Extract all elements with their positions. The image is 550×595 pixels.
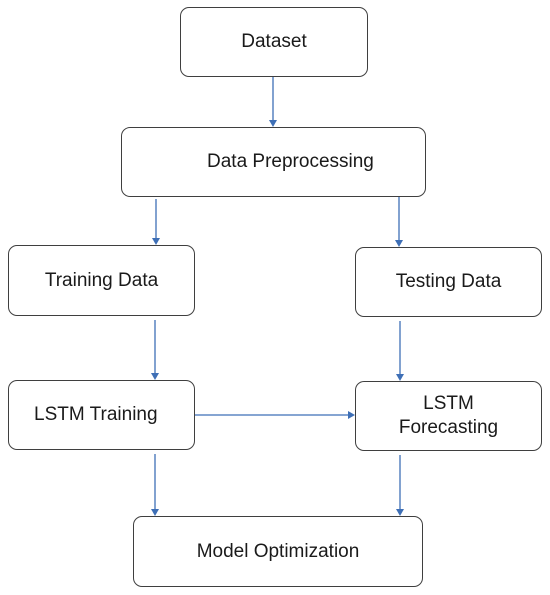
node-lstm-forecasting: LSTM Forecasting	[355, 381, 542, 451]
node-model-optimization: Model Optimization	[133, 516, 423, 587]
node-model-optimization-label: Model Optimization	[196, 540, 360, 562]
arrow-lstm-forecasting-to-optimization	[396, 455, 404, 516]
node-training-data: Training Data	[8, 245, 195, 316]
arrow-training-to-lstm-training	[151, 320, 159, 380]
arrow-lstm-training-to-lstm-forecasting	[195, 411, 355, 419]
node-dataset: Dataset	[180, 7, 368, 77]
arrow-dataset-to-preprocessing	[269, 77, 277, 127]
node-lstm-forecasting-text: LSTM Forecasting	[399, 392, 498, 440]
node-lstm-training-label: LSTM Training	[34, 404, 158, 426]
node-lstm-forecasting-line1: LSTM	[423, 393, 474, 415]
arrow-lstm-training-to-optimization	[151, 454, 159, 516]
node-lstm-training: LSTM Training	[8, 380, 195, 450]
arrow-testing-to-lstm-forecasting	[396, 321, 404, 381]
node-data-preprocessing: Data Preprocessing	[121, 127, 426, 197]
node-data-preprocessing-label: Data Preprocessing	[207, 151, 374, 173]
node-dataset-label: Dataset	[241, 31, 307, 53]
node-testing-data: Testing Data	[355, 247, 542, 317]
arrow-preprocessing-to-training	[152, 199, 160, 245]
node-testing-data-label: Testing Data	[395, 271, 502, 293]
arrow-preprocessing-to-testing	[395, 197, 403, 247]
node-training-data-label: Training Data	[44, 269, 159, 291]
node-lstm-forecasting-line2: Forecasting	[398, 417, 499, 438]
